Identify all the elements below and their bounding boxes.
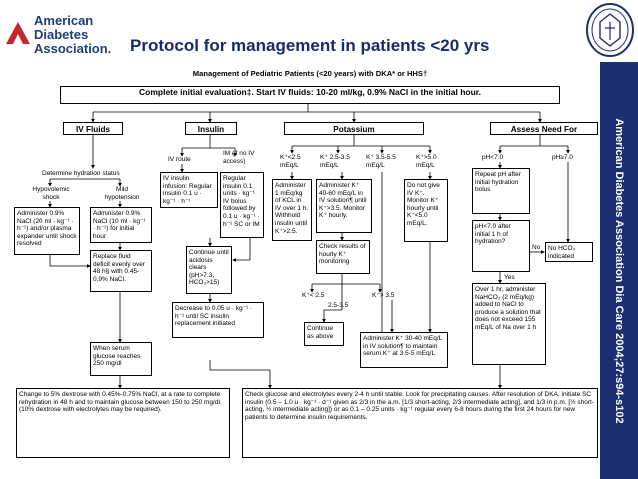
flowchart-connectors bbox=[48, 104, 570, 389]
hypovolemic-shock-label: Hypovolemic shock bbox=[32, 186, 70, 201]
ada-logo-mark bbox=[6, 22, 30, 44]
ph-after-hydration-box: pH<7.0 after initial 1 h of hydration? bbox=[472, 220, 530, 272]
hydration-status-label: Determine hydration status bbox=[42, 170, 120, 177]
shock-fluid-box: Administer 0.9% NaCl (20 ml · kg⁻¹ · h⁻¹… bbox=[14, 207, 80, 255]
glucose-250-box: When serum glucose reaches 250 mg/dl bbox=[90, 342, 152, 376]
k-3-5-5-5-label: K⁺ 3.5-5.5 mEq/L bbox=[366, 154, 396, 169]
k-2-5-3-5-box: Administer K⁺ 40-60 mEq/L in IV solution… bbox=[316, 179, 372, 233]
slide-title: Protocol for management in patients <20 … bbox=[130, 36, 490, 55]
iv-route-label: IV route bbox=[168, 156, 191, 163]
citation-text: American Diabetes Association Dia Care 2… bbox=[613, 117, 625, 424]
citation-sidebar: American Diabetes Association Dia Care 2… bbox=[600, 62, 638, 479]
yes-branch-label: Yes bbox=[504, 274, 515, 281]
administer-nahco3-box: Over 1 hr, administer NaHCO₃ (2 mEq/kg) … bbox=[472, 283, 546, 365]
university-seal-icon bbox=[586, 3, 634, 57]
k-gt-3-5-branch: K⁺> 3.5 bbox=[372, 292, 395, 299]
ph-ge-7-label: pH≥7.0 bbox=[552, 154, 573, 161]
replace-deficit-box: Replace fluid deficit evenly over 48 h§ … bbox=[90, 250, 152, 292]
continue-as-above-box: Continue as above bbox=[304, 322, 344, 346]
k-gt-5-label: K⁺>5.0 mEq/L bbox=[416, 154, 437, 169]
regular-insulin-box: Regular insulin 0.1 units · kg⁻¹ IV bolu… bbox=[220, 172, 264, 238]
k-gt-5-box: Do not give IV K⁺. Monitor K⁺ hourly unt… bbox=[404, 179, 448, 242]
decrease-insulin-box: Decrease to 0.05 u · kg⁻¹ · h⁻¹ until SC… bbox=[172, 302, 264, 338]
flowchart: Management of Pediatric Patients (<20 ye… bbox=[14, 69, 598, 479]
continue-until-acidosis-box: Continue until acidosis clears (pH>7.3, … bbox=[186, 246, 232, 294]
iv-fluids-header: IV Fluids bbox=[63, 122, 123, 135]
hypotension-fluid-box: Administer 0.9% NaCl (10 ml · kg⁻¹ · h⁻¹… bbox=[90, 207, 152, 243]
ph-lt-7-label: pH<7.0 bbox=[482, 154, 504, 161]
k-2-5-3-5-branch: 2.5-3.5 bbox=[328, 302, 349, 309]
potassium-header: Potassium bbox=[284, 122, 424, 135]
glucose-electrolytes-box: Check glucose and electrolytes every 2-4… bbox=[242, 388, 598, 458]
insulin-infusion-box: IV insulin infusion: Regular insulin 0.1… bbox=[160, 172, 218, 208]
no-branch-label: No bbox=[532, 244, 541, 251]
insulin-header: Insulin bbox=[185, 122, 237, 135]
mild-hypotension-label: Mild hypotension bbox=[104, 186, 140, 201]
bicarbonate-header: Assess Need For Bicarbonate bbox=[490, 122, 598, 135]
im-route-label: IM (if no IV access) bbox=[223, 150, 255, 165]
k-lt-2-5-branch: K⁺< 2.5 bbox=[302, 292, 325, 299]
initial-evaluation-box: Complete initial evaluation‡. Start IV f… bbox=[60, 86, 560, 104]
k-lt-2-5-box: Administer 1 mEq/kg of KCL in IV over 1 … bbox=[272, 179, 312, 241]
ada-logo-text: American Diabetes Association. bbox=[34, 13, 112, 56]
dextrose-change-box: Change to 5% dextrose with 0.45%-0.75% N… bbox=[16, 388, 230, 458]
check-k-box: Check results of hourly K⁺ monitoring bbox=[316, 240, 370, 274]
ada-logo: American Diabetes Association. bbox=[6, 14, 116, 58]
no-hco3-box: No HCO₃ indicated bbox=[545, 242, 593, 262]
maintain-k-box: Administer K⁺ 30-40 mEq/L in IV solution… bbox=[360, 332, 448, 368]
repeat-ph-box: Repeat pH after initial hydration bolus bbox=[472, 168, 530, 214]
k-lt-2-5-label: K⁺<2.5 mEq/L bbox=[280, 154, 301, 169]
k-2-5-3-5-label: K⁺ 2.5-3.5 mEq/L bbox=[320, 154, 350, 169]
flowchart-title: Management of Pediatric Patients (<20 ye… bbox=[192, 69, 428, 78]
